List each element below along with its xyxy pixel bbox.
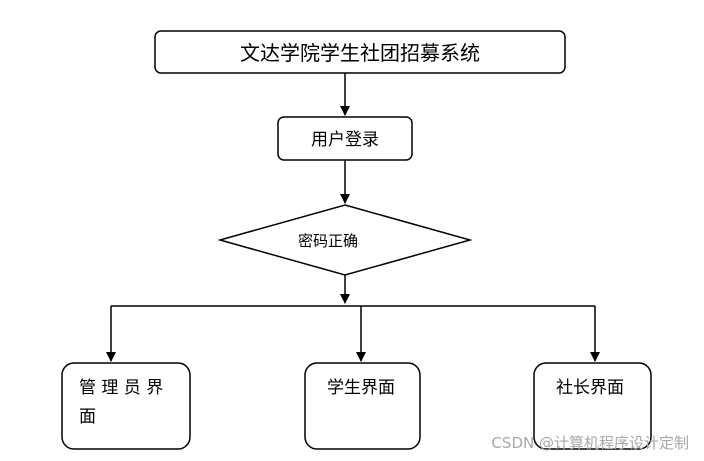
admin-box [61, 362, 191, 450]
title-box [154, 30, 566, 74]
watermark-text: CSDN @计算机程序设计定制 [491, 434, 689, 452]
admin-label-line2: 面 [79, 407, 96, 427]
admin-label-line1: 管 理 员 界 [79, 378, 163, 398]
decision-label: 密码正确 [298, 232, 358, 250]
student-label: 学生界面 [327, 378, 395, 398]
login-label: 用户登录 [311, 130, 379, 150]
president-label: 社长界面 [556, 378, 624, 398]
title-label: 文达学院学生社团招募系统 [240, 41, 480, 65]
student-box [304, 362, 421, 450]
president-box [533, 362, 652, 450]
